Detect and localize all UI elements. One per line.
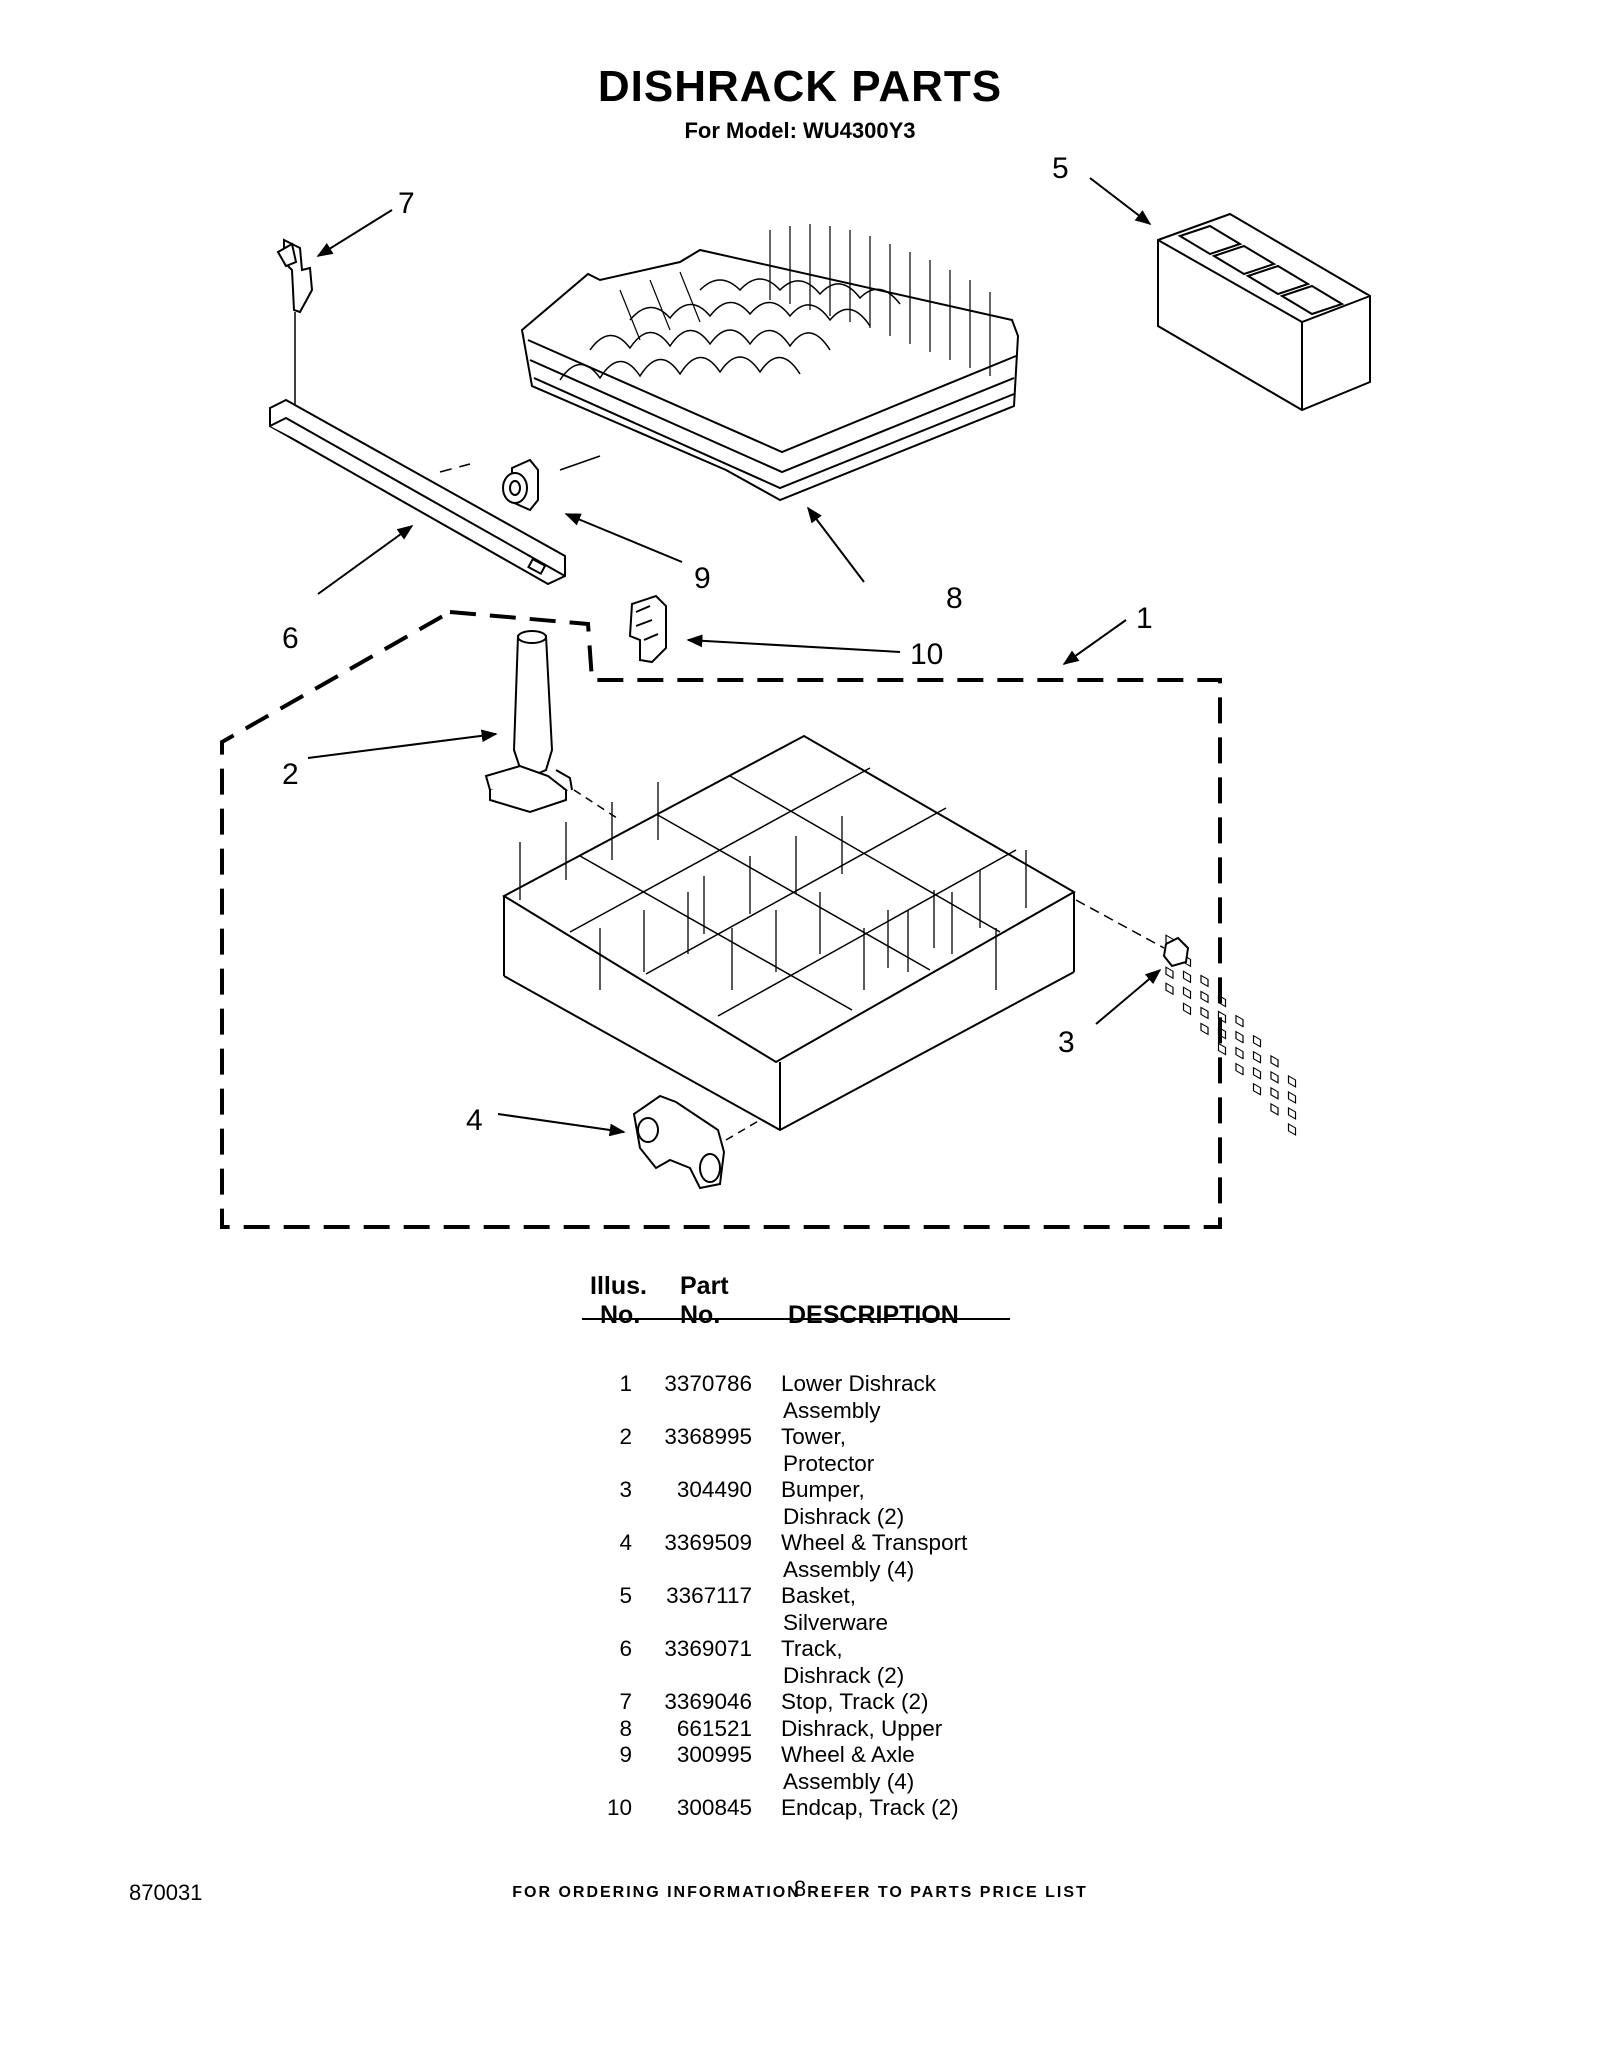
part-description: Stop, Track (2) [781, 1689, 929, 1714]
page-title: DISHRACK PARTS [597, 62, 1003, 111]
parts-row: 5 3367117 Basket, [0, 1583, 1600, 1610]
callout-6: 6 [282, 622, 299, 655]
illus-number: 1 [619, 1371, 632, 1396]
part-description: Bumper, [781, 1477, 865, 1502]
part-10-endcap [628, 594, 667, 664]
illus-number: 8 [619, 1715, 632, 1741]
parts-row-continuation: Dishrack (2) [0, 1663, 1600, 1690]
parts-row: 10 300845 Endcap, Track (2) [0, 1795, 1600, 1822]
part-number: 3369046 [664, 1689, 752, 1714]
part-number: 3368995 [664, 1424, 752, 1449]
illus-number: 9 [619, 1742, 632, 1767]
header-rule [582, 1318, 1010, 1320]
header-part-2: No. [680, 1301, 721, 1329]
part-description: Assembly (4) [783, 1768, 915, 1794]
part-number: 304490 [676, 1477, 752, 1502]
parts-row-continuation: Silverware [0, 1610, 1600, 1637]
exploded-parts-diagram: 7 5 8 9 6 10 1 2 3 4 [220, 152, 1371, 1229]
part-number: 3370786 [664, 1371, 752, 1396]
part-number: 3369509 [664, 1530, 752, 1555]
part-description: Assembly (4) [783, 1556, 915, 1582]
part-description: Dishrack (2) [783, 1503, 905, 1529]
illus-number: 7 [619, 1689, 632, 1714]
part-7-track-stop [276, 238, 314, 404]
part-description: Silverware [783, 1609, 889, 1635]
part-4-wheel-transport [632, 1094, 761, 1190]
part-description: Protector [783, 1450, 875, 1476]
ordering-note: FOR ORDERING INFORMATION REFER TO PARTS … [512, 1884, 1088, 1901]
page-number: 8 [793, 1876, 807, 1901]
callout-8: 8 [946, 582, 963, 615]
part-1-lower-dishrack [501, 734, 1077, 1132]
parts-row: 8 661521 Dishrack, Upper [0, 1716, 1600, 1743]
parts-row: 3 304490 Bumper, [0, 1477, 1600, 1504]
part-number: 3367117 [666, 1583, 752, 1608]
part-description: Wheel & Transport [781, 1530, 968, 1555]
part-3-bumper [1162, 936, 1190, 968]
document-number: 870031 [129, 1880, 203, 1905]
header-illus-1: Illus. [590, 1272, 647, 1300]
header-part-1: Part [680, 1272, 729, 1300]
part-description: Assembly [783, 1397, 881, 1423]
illus-number: 10 [606, 1795, 632, 1820]
part-description: Dishrack, Upper [781, 1715, 943, 1741]
header-description: DESCRIPTION [788, 1301, 959, 1329]
part-description: Wheel & Axle [781, 1742, 915, 1767]
callout-5: 5 [1052, 152, 1069, 185]
parts-row: 1 3370786 Lower Dishrack [0, 1371, 1600, 1398]
illus-number: 3 [619, 1477, 632, 1502]
part-5-silverware-basket [1157, 212, 1371, 1136]
parts-row: 2 3368995 Tower, [0, 1424, 1600, 1451]
header-illus-2: No. [600, 1301, 641, 1329]
assembly-boundary [220, 610, 1222, 1229]
part-6-track [269, 398, 566, 586]
part-number: 300995 [676, 1742, 752, 1767]
part-2-tower-protector [484, 630, 573, 814]
parts-row-continuation: Assembly (4) [0, 1769, 1600, 1796]
callout-2: 2 [282, 758, 299, 791]
part-description: Basket, [781, 1583, 857, 1608]
callout-4: 4 [466, 1104, 483, 1137]
part-9-wheel-axle [439, 455, 601, 512]
model-subtitle: For Model: WU4300Y3 [684, 118, 916, 143]
part-8-upper-dishrack [520, 224, 1020, 502]
part-number: 300845 [676, 1795, 752, 1820]
callout-10: 10 [910, 638, 943, 671]
illus-number: 5 [619, 1583, 632, 1608]
parts-row-continuation: Protector [0, 1451, 1600, 1478]
illus-number: 2 [619, 1424, 632, 1449]
callout-9: 9 [694, 562, 711, 595]
part-number: 3369071 [664, 1636, 752, 1661]
parts-row: 7 3369046 Stop, Track (2) [0, 1689, 1600, 1716]
callout-3: 3 [1058, 1026, 1075, 1059]
parts-row: 6 3369071 Track, [0, 1636, 1600, 1663]
part-description: Tower, [781, 1424, 847, 1449]
illus-number: 6 [619, 1636, 632, 1661]
callout-7: 7 [398, 187, 415, 220]
parts-row-continuation: Dishrack (2) [0, 1504, 1600, 1531]
parts-row-continuation: Assembly (4) [0, 1557, 1600, 1584]
part-description: Lower Dishrack [781, 1371, 937, 1396]
parts-row: 4 3369509 Wheel & Transport [0, 1530, 1600, 1557]
part-description: Dishrack (2) [783, 1662, 905, 1688]
callout-arrows [307, 177, 1162, 1137]
illus-number: 4 [619, 1530, 632, 1555]
part-description: Track, [781, 1636, 843, 1661]
part-description: Endcap, Track (2) [781, 1795, 959, 1820]
callout-1: 1 [1136, 602, 1153, 635]
parts-row: 9 300995 Wheel & Axle [0, 1742, 1600, 1769]
part-number: 661521 [676, 1715, 752, 1741]
parts-row-continuation: Assembly [0, 1398, 1600, 1425]
